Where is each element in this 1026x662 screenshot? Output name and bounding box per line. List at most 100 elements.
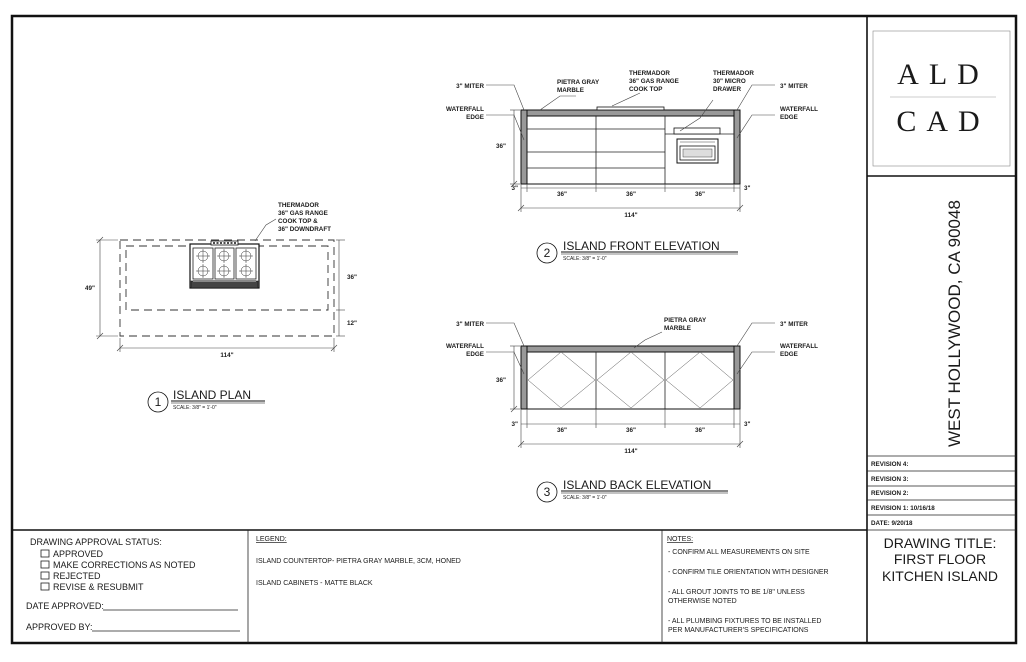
option-revise: REVISE & RESUBMIT (53, 582, 144, 592)
front-marble-line-1: PIETRA GRAY (557, 79, 600, 86)
plan-dim-overhang: 12" (347, 320, 357, 327)
plan-cooktop (189, 240, 260, 289)
front-micro-line-2: 30" MICRO (713, 78, 746, 85)
front-countertop (520, 109, 741, 117)
plan-view-number: 1 (155, 395, 162, 409)
legend-item-cabinets: ISLAND CABINETS - MATTE BLACK (256, 580, 373, 587)
checkbox-approved[interactable] (40, 549, 50, 558)
note-3-line-1: - ALL GROUT JOINTS TO BE 1/8" UNLESS (668, 589, 805, 596)
note-4-line-1: - ALL PLUMBING FIXTURES TO BE INSTALLED (668, 618, 821, 625)
back-dim-end-left: 3" (512, 421, 519, 428)
front-view-number-circle (536, 242, 558, 264)
back-title: ISLAND BACK ELEVATION (563, 478, 711, 492)
back-marble-line-2: MARBLE (664, 325, 691, 332)
checkbox-corrections[interactable] (40, 560, 50, 569)
back-marble-line-1: PIETRA GRAY (664, 317, 707, 324)
plan-view-number-circle (147, 391, 169, 413)
legend-box: LEGEND: ISLAND COUNTERTOP- PIETRA GRAY M… (256, 536, 461, 587)
back-waterfall-right-line-2: EDGE (780, 351, 798, 358)
front-micro-drawer (673, 127, 721, 164)
plan-callout-line-3: COOK TOP & (278, 218, 318, 225)
plan-callout-leader (254, 218, 277, 242)
front-dim-total: 114" (624, 212, 637, 219)
front-dimensions (510, 109, 744, 212)
note-1: - CONFIRM ALL MEASUREMENTS ON SITE (668, 549, 810, 556)
back-countertop (520, 345, 741, 353)
revision-3: REVISION 3: (871, 476, 908, 483)
back-dimensions (510, 345, 744, 448)
plan-inner-outline (125, 245, 329, 311)
plan-dim-depth: 49" (85, 285, 95, 292)
plan-callout-line-4: 36" DOWNDRAFT (278, 226, 331, 233)
notes-box: NOTES: - CONFIRM ALL MEASUREMENTS ON SIT… (667, 536, 829, 634)
front-waterfall-left-line-2: EDGE (466, 114, 484, 121)
back-miter-left: 3" MITER (456, 321, 484, 328)
checkbox-rejected[interactable] (40, 571, 50, 580)
back-waterfall-left-line-2: EDGE (466, 351, 484, 358)
title-block: ALD CAD WEST HOLLYWOOD, CA 90048 REVISIO… (867, 30, 1016, 584)
front-scale: SCALE: 3/8" = 1'-0" (563, 256, 607, 262)
front-waterfall-right-line-1: WATERFALL (780, 106, 818, 113)
plan-dimensions (96, 236, 345, 352)
front-range-line-2: 36" GAS RANGE (629, 78, 679, 85)
logo-line-2: CAD (896, 105, 989, 138)
back-scale: SCALE: 3/8" = 1'-0" (563, 495, 607, 501)
plan-title: ISLAND PLAN (173, 388, 251, 402)
revision-2: REVISION 2: (871, 490, 908, 497)
front-waterfall-left-line-1: WATERFALL (446, 106, 484, 113)
front-range-cooktop (596, 106, 665, 111)
front-view-number: 2 (544, 246, 551, 260)
plan-dim-seat: 36" (347, 274, 357, 281)
front-dim-height: 36" (496, 143, 506, 150)
back-dim-section-3: 36" (695, 427, 705, 434)
notes-heading: NOTES: (667, 536, 693, 543)
option-rejected: REJECTED (53, 571, 101, 581)
plan-dim-width: 114" (220, 352, 233, 359)
front-waterfall-right (733, 109, 741, 185)
front-elevation: 3" MITER WATERFALL EDGE PIETRA GRAY MARB… (446, 70, 818, 264)
back-view-number: 3 (544, 485, 551, 499)
note-4-line-2: PER MANUFACTURER'S SPECIFICATIONS (668, 627, 809, 634)
island-plan: THERMADOR 36" GAS RANGE COOK TOP & 36" D… (85, 202, 357, 413)
drawing-title-line-2: KITCHEN ISLAND (882, 568, 998, 584)
logo-box (872, 30, 1011, 167)
front-miter-left: 3" MITER (456, 83, 484, 90)
front-miter-right: 3" MITER (780, 83, 808, 90)
back-dim-end-right: 3" (744, 421, 751, 428)
approval-box: DRAWING APPROVAL STATUS: APPROVED MAKE C… (26, 537, 240, 632)
approval-heading: DRAWING APPROVAL STATUS: (30, 537, 162, 547)
front-dim-end-right: 3" (744, 185, 751, 192)
back-waterfall-right-line-1: WATERFALL (780, 343, 818, 350)
back-waterfall-right (733, 345, 741, 410)
revision-4: REVISION 4: (871, 461, 908, 468)
front-waterfall-left (520, 109, 528, 185)
project-address: WEST HOLLYWOOD, CA 90048 (945, 200, 964, 447)
back-dim-height: 36" (496, 377, 506, 384)
note-2: - CONFIRM TILE ORIENTATION WITH DESIGNER (668, 569, 829, 576)
checkbox-revise[interactable] (40, 582, 50, 591)
plan-scale: SCALE: 3/8" = 1'-0" (173, 405, 217, 411)
legend-heading: LEGEND: (256, 536, 287, 543)
front-dim-section-2: 36" (626, 191, 636, 198)
front-title: ISLAND FRONT ELEVATION (563, 239, 720, 253)
plan-callout-line-1: THERMADOR (278, 202, 319, 209)
logo-line-1: ALD (897, 58, 989, 91)
sheet-border (10, 14, 1018, 645)
back-view-number-circle (536, 481, 558, 503)
back-panel-diamonds (527, 351, 734, 409)
front-range-line-1: THERMADOR (629, 70, 670, 77)
note-3-line-2: OTHERWISE NOTED (668, 598, 737, 605)
back-dim-section-2: 36" (626, 427, 636, 434)
back-waterfall-left (520, 345, 528, 410)
front-marble-line-2: MARBLE (557, 87, 584, 94)
drawing-date: DATE: 9/20/18 (871, 520, 913, 527)
front-micro-line-1: THERMADOR (713, 70, 754, 77)
back-waterfall-left-line-1: WATERFALL (446, 343, 484, 350)
back-miter-right: 3" MITER (780, 321, 808, 328)
plan-outer-outline (119, 239, 335, 337)
drawing-title-label: DRAWING TITLE: (884, 535, 997, 551)
back-dim-section-1: 36" (557, 427, 567, 434)
date-approved-label: DATE APPROVED: (26, 601, 104, 611)
front-range-line-3: COOK TOP (629, 86, 662, 93)
